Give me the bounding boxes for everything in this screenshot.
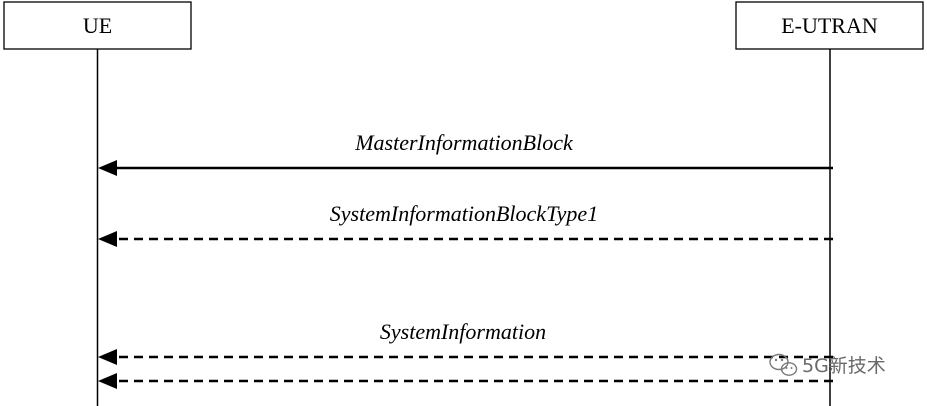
eutran-label: E-UTRAN (781, 13, 878, 38)
watermark-text: 5G新技术 (802, 355, 886, 377)
arrowhead-icon (98, 160, 117, 176)
message-sib1: SystemInformationBlockType1 (98, 201, 833, 247)
ue-box (3, 1, 192, 50)
ue-label: UE (83, 13, 112, 38)
wechat-icon (769, 353, 798, 376)
message-label-mib: MasterInformationBlock (354, 130, 574, 155)
watermark: 5G新技术 (769, 353, 886, 377)
message-si: SystemInformation (98, 319, 833, 389)
message-label-si: SystemInformation (380, 319, 546, 344)
message-label-sib1: SystemInformationBlockType1 (330, 201, 598, 226)
ue-entity: UE (3, 1, 192, 50)
message-mib: MasterInformationBlock (98, 130, 833, 176)
arrowhead-icon (98, 349, 117, 365)
arrowhead-icon (98, 231, 117, 247)
eutran-entity: E-UTRAN (735, 1, 924, 50)
eutran-box (735, 1, 924, 50)
arrowhead-icon (98, 373, 117, 389)
